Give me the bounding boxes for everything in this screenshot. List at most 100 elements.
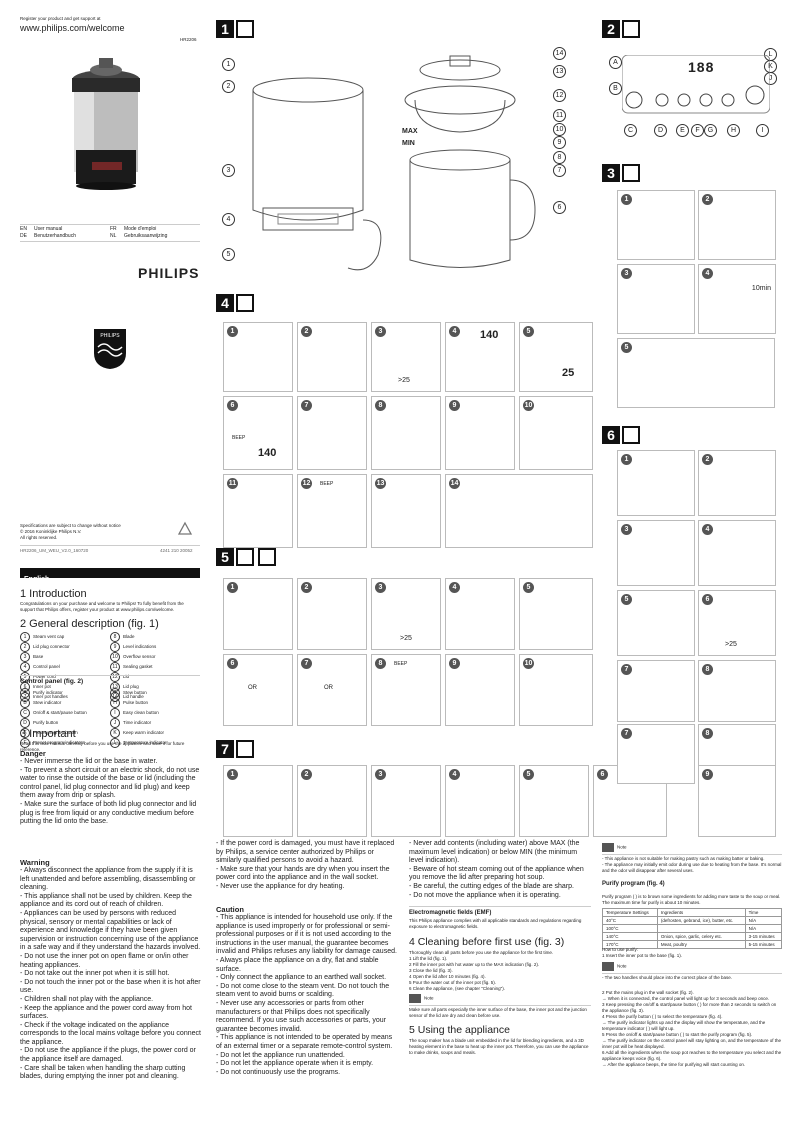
cleaning-intro: Thoroughly clean all parts before you us… — [409, 950, 554, 955]
cleaning-steps: 1 Lift the lid (fig. 1). 2 Fill the inne… — [409, 956, 540, 991]
keep-warm-icon — [622, 426, 640, 444]
fig1-pot-drawing — [404, 55, 536, 268]
fig3-label: 3 — [602, 164, 620, 182]
col4-note: Note - This appliance is not suitable fo… — [602, 843, 782, 873]
lang-code: DE — [20, 233, 27, 239]
fig4-label: 4 — [216, 294, 234, 312]
lang-name[interactable]: User manual — [34, 226, 63, 232]
callout: C — [624, 124, 637, 137]
col2-list: - If the power cord is damaged, you must… — [216, 840, 395, 890]
hand-press-icon — [622, 20, 640, 38]
philips-shield-icon: PHILIPS — [94, 329, 126, 369]
callout: 6 — [553, 201, 566, 214]
fig1-label: 1 — [216, 20, 234, 38]
danger-title: Danger — [20, 749, 46, 758]
lang-name[interactable]: Benutzerhandbuch — [34, 233, 76, 239]
callout: 11 — [553, 109, 566, 122]
callout: 10 — [553, 123, 566, 136]
emf-title: Electromagnetic fields (EMF) — [409, 910, 492, 916]
fig3-step: 2 — [698, 190, 776, 260]
warning-title: Warning — [20, 858, 50, 867]
recycle-icon — [177, 521, 193, 535]
callout: 4 — [222, 213, 235, 226]
warning-list: - Always disconnect the appliance from t… — [20, 867, 201, 1081]
model-number: HR2206 — [180, 37, 197, 42]
fig3-step: 1 — [617, 190, 695, 260]
purify-howto: How to use purify: 1 Insert the inner po… — [602, 947, 683, 958]
caution-list: - This appliance is intended for househo… — [216, 914, 397, 1076]
using-text: The soup maker has a blade unit embedded… — [409, 1038, 589, 1055]
language-list: EN User manual FR Mode d'emploi DE Benutzerh… — [20, 226, 200, 240]
spec-note: Specifications are subject to change wit… — [20, 523, 121, 540]
fig2-label: 2 — [602, 20, 620, 38]
callout: 14 — [553, 47, 566, 60]
hand-icon — [622, 164, 640, 182]
lang-code: FR — [110, 226, 117, 232]
box-icon — [236, 20, 254, 38]
important-title: 3 Important — [20, 728, 76, 740]
lang-name[interactable]: Gebruiksaanwijzing — [124, 233, 168, 239]
part-number: 4241 210 20052 — [160, 548, 193, 553]
svg-text:PHILIPS: PHILIPS — [100, 333, 120, 339]
callout: 5 — [222, 248, 235, 261]
callout: I — [756, 124, 769, 137]
callout: G — [704, 124, 717, 137]
callout: A — [609, 56, 622, 69]
fig3-step: 3 — [617, 264, 695, 334]
note-icon — [602, 843, 614, 852]
col3-list: - Never add contents (including water) a… — [409, 840, 584, 899]
fig7-label: 7 — [216, 740, 234, 758]
intro-text: Congratulations on your purchase and wel… — [20, 601, 184, 612]
language-bar: English — [20, 568, 200, 583]
fig2-control-panel — [622, 55, 770, 114]
general-title: 2 General description (fig. 1) — [20, 618, 159, 630]
purify-text: Purify program ( ) is to brown some ingr… — [602, 894, 781, 905]
control-title: Control panel (fig. 2) — [20, 678, 84, 685]
fig7-step: 9 — [698, 765, 776, 837]
important-intro: Read this user manual carefully before y… — [20, 741, 185, 752]
stew-icon — [236, 548, 254, 566]
callout: H — [727, 124, 740, 137]
purify-title: Purify program (fig. 4) — [602, 881, 665, 887]
purify-steps: 2 Put the mains plug in the wall socket … — [602, 990, 782, 1067]
callout: 8 — [553, 151, 566, 164]
fig6-grid: 1 2 3 4 5 6>25 7 8 — [617, 450, 777, 722]
table-row: 40°C(defrosten, gebrand, ice), butter, e… — [602, 916, 783, 925]
cleaning-note: Note Make sure all parts especially the … — [409, 994, 591, 1019]
brand-wordmark: PHILIPS — [138, 265, 200, 281]
callout: 9 — [553, 136, 566, 149]
callout: 2 — [222, 80, 235, 93]
fig5-label: 5 — [216, 548, 234, 566]
emf-text: This Philips appliance complies with all… — [409, 918, 582, 929]
fig6-extra: 7 — [617, 724, 695, 784]
tap-icon — [236, 740, 254, 758]
lang-code: EN — [20, 226, 27, 232]
fig1-max-label: MAX — [402, 128, 418, 135]
callout: 3 — [222, 164, 235, 177]
doc-code: HR2206_UM_WEU_V2.0_160720 — [20, 548, 89, 553]
pot-icon — [258, 548, 276, 566]
support-url[interactable]: www.philips.com/welcome — [20, 23, 125, 33]
cleaning-title: 4 Cleaning before first use (fig. 3) — [409, 936, 565, 948]
intro-title: 1 Introduction — [20, 588, 87, 600]
note-icon — [409, 994, 421, 1003]
purify-note: Note - The two handles should place into… — [602, 962, 782, 981]
callout: 1 — [222, 58, 235, 71]
product-photo — [72, 58, 140, 190]
fig3-step: 5 — [617, 338, 775, 408]
fig1-min-label: MIN — [402, 140, 415, 147]
note-icon — [602, 962, 614, 971]
fig2-callouts-bottom: C D E F G H I — [624, 124, 774, 137]
lang-name[interactable]: Mode d'emploi — [124, 226, 157, 232]
fig6-label: 6 — [602, 426, 620, 444]
callout: D — [654, 124, 667, 137]
purify-icon — [236, 294, 254, 312]
